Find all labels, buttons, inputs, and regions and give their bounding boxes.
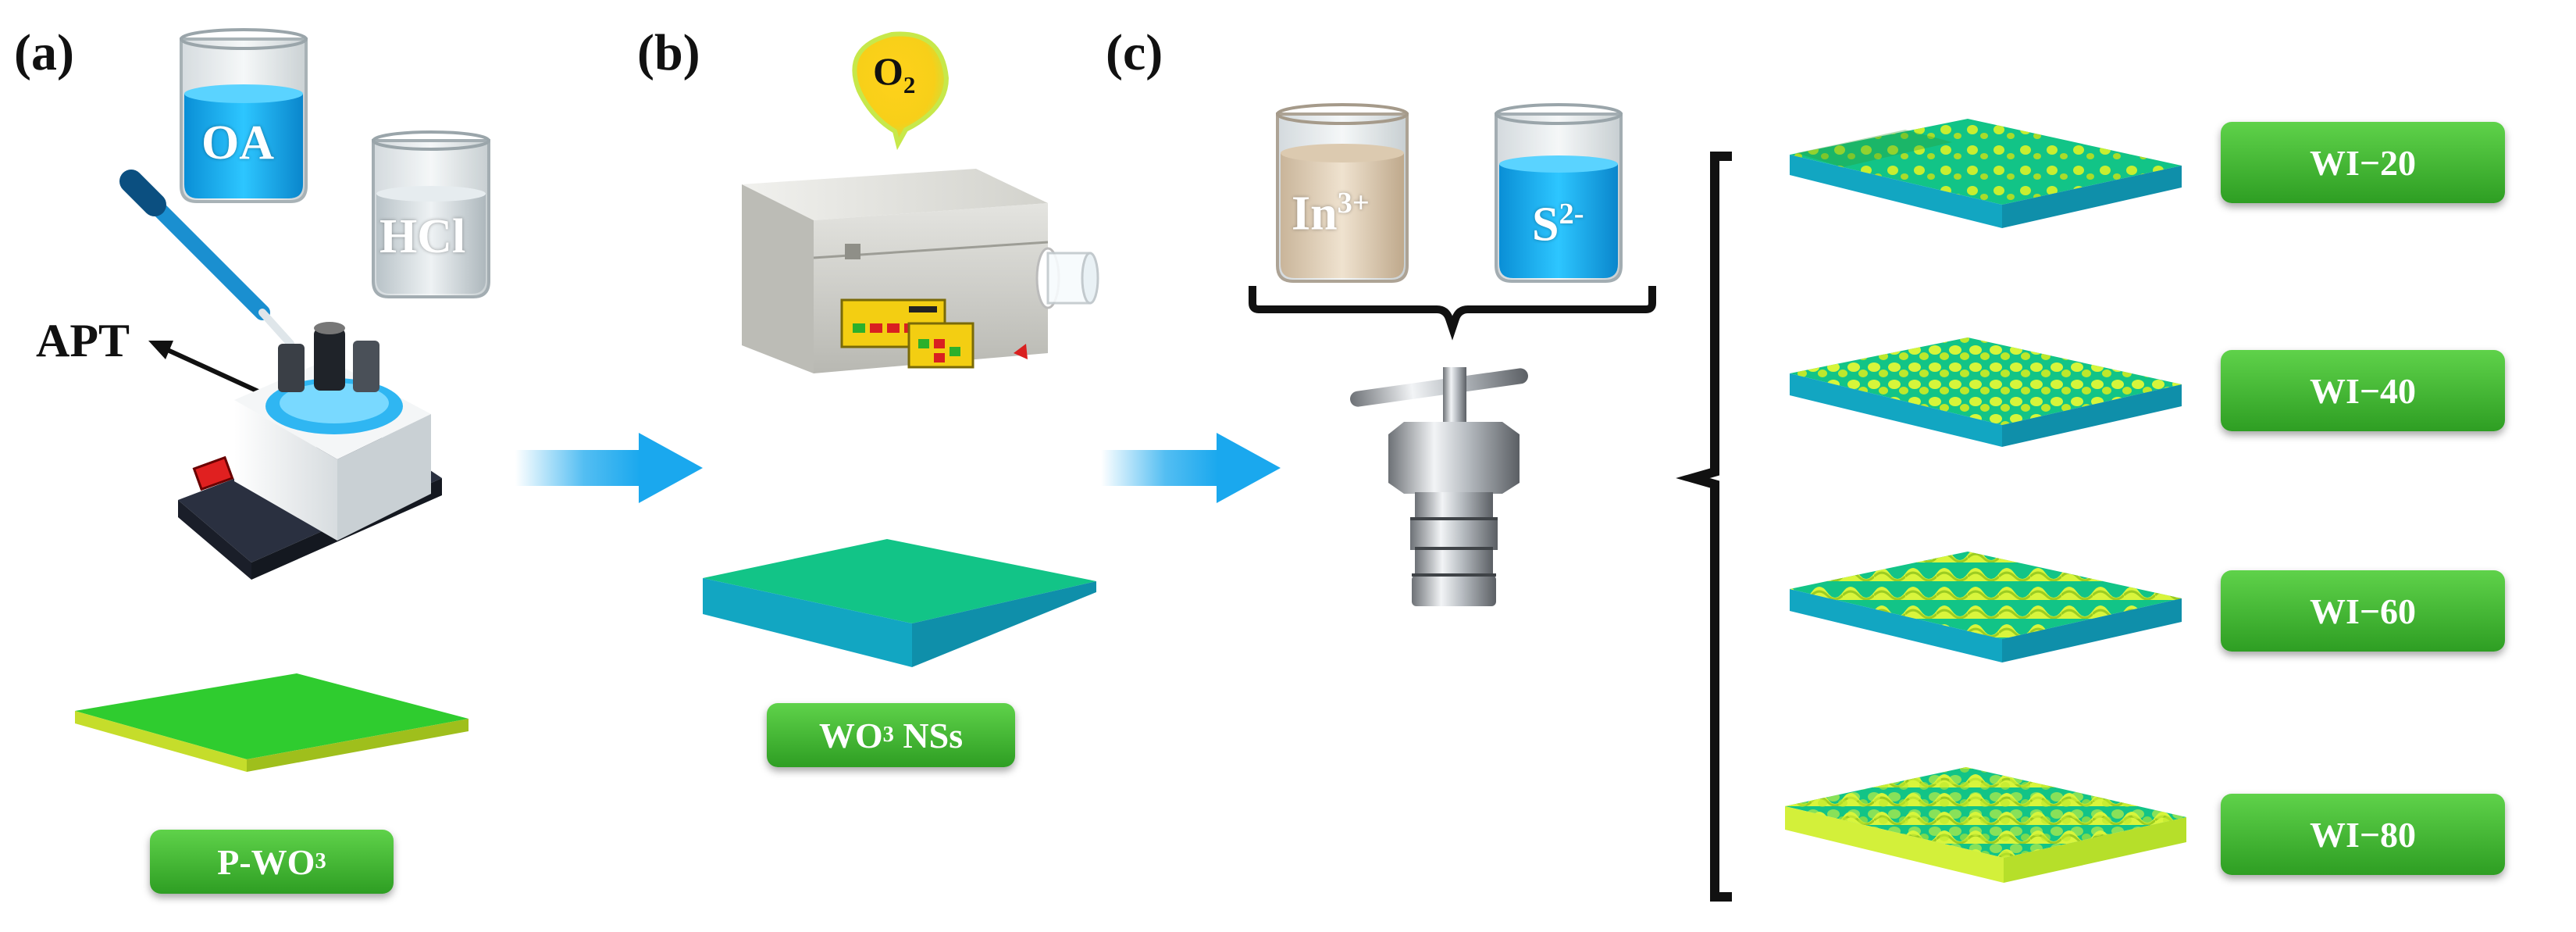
panel-label-c: (c) <box>1106 24 1163 81</box>
film-wi-20 <box>1790 119 2182 228</box>
sample-badge-wi-20: WI−20 <box>2221 122 2505 203</box>
hcl-label: HCl <box>379 210 466 263</box>
film-wi-60 <box>1790 552 2182 662</box>
pwo3-badge-prefix: P-WO <box>217 841 315 882</box>
sample-badge-wi-40: WI−40 <box>2221 350 2505 431</box>
panel-label-b: (b) <box>637 24 700 81</box>
oxygen-label: O2 <box>873 48 915 99</box>
sample-bracket <box>1676 152 1732 902</box>
pwo3-badge-sub: 3 <box>315 849 326 873</box>
indium-beaker <box>1276 103 1409 283</box>
sample-badge-wi-80: WI−80 <box>2221 794 2505 875</box>
apt-label: APT <box>36 315 130 366</box>
process-arrow-2 <box>1101 433 1281 503</box>
autoclave <box>1350 367 1528 606</box>
pwo3-film <box>75 673 469 772</box>
mixing-brace <box>1249 286 1656 341</box>
oa-beaker <box>180 28 308 203</box>
wo3-badge-sub: 3 <box>882 723 894 747</box>
film-wi-40 <box>1790 337 2182 447</box>
oxygen-bubble <box>852 31 950 151</box>
wo3-badge-prefix: WO <box>818 715 883 755</box>
oa-label: OA <box>201 116 274 170</box>
panel-label-a: (a) <box>14 24 74 81</box>
indium-symbol: In <box>1292 187 1338 241</box>
process-arrow-1 <box>515 433 703 503</box>
pipette <box>119 170 294 348</box>
apt-pointer-arrow <box>148 341 272 399</box>
oxygen-symbol: O <box>873 49 903 93</box>
film-wi-80 <box>1785 767 2186 883</box>
sulfide-charge: 2- <box>1559 198 1584 230</box>
tube-furnace <box>742 169 1099 373</box>
hcl-beaker <box>372 130 490 298</box>
indium-label: In3+ <box>1292 186 1370 242</box>
sulfide-symbol: S <box>1532 198 1559 252</box>
sample-badge-wi-60: WI−60 <box>2221 570 2505 652</box>
stirrer-device <box>178 322 442 580</box>
sulfide-label: S2- <box>1532 197 1584 253</box>
oxygen-subscript: 2 <box>903 71 916 98</box>
wo3-nss-film <box>703 539 1096 667</box>
indium-charge: 3+ <box>1337 187 1370 220</box>
sulfide-beaker <box>1495 103 1623 283</box>
wo3-badge-suffix: NSs <box>893 715 964 755</box>
